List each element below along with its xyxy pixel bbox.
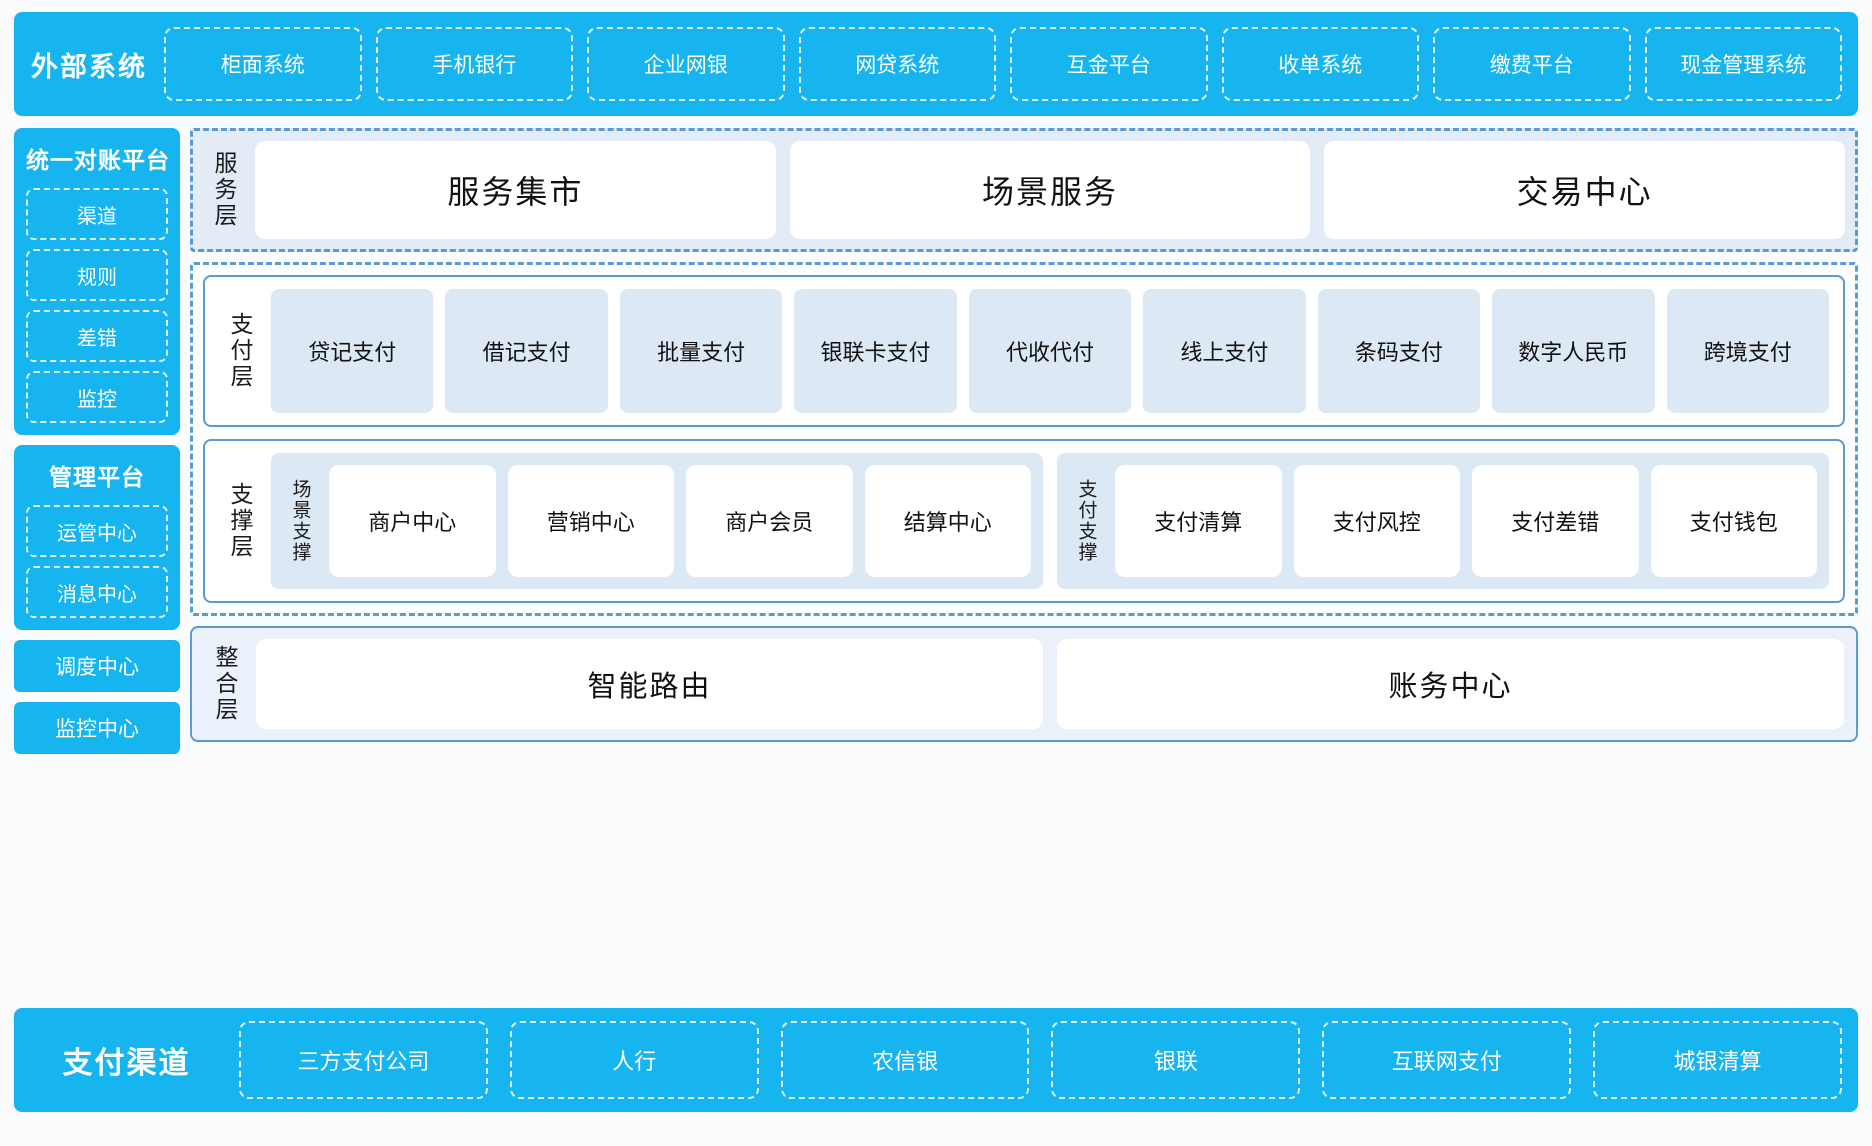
reconciliation-platform-title: 统一对账平台 — [26, 147, 170, 173]
payment-channel-pboc[interactable]: 人行 — [509, 1021, 759, 1099]
service-card-transaction[interactable]: 交易中心 — [1324, 141, 1846, 239]
integration-card-smart-routing[interactable]: 智能路由 — [256, 639, 1043, 729]
management-platform-title: 管理平台 — [49, 464, 145, 490]
payment-card-credit[interactable]: 贷记支付 — [271, 289, 434, 413]
payment-card-online[interactable]: 线上支付 — [1143, 289, 1306, 413]
rail-item-error[interactable]: 差错 — [26, 310, 168, 362]
payment-channel-citybank-clearing[interactable]: 城银清算 — [1593, 1021, 1842, 1099]
payment-card-batch[interactable]: 批量支付 — [619, 289, 783, 413]
main-area: 统一对账平台 渠道 规则 差错 监控 管理平台 运管中心 消息中心 调度中心 监… — [14, 128, 1858, 996]
support-card-merchant-center[interactable]: 商户中心 — [329, 465, 496, 577]
support-card-payment-error[interactable]: 支付差错 — [1472, 465, 1639, 577]
integration-layer-box: 整合层 智能路由 账务中心 — [190, 626, 1858, 742]
support-group-payment: 支付支撑 支付清算 支付风控 支付差错 支付钱包 — [1057, 453, 1829, 589]
rail-item-scheduling-center[interactable]: 调度中心 — [14, 640, 180, 692]
external-system-item[interactable]: 手机银行 — [375, 27, 573, 101]
payment-card-debit[interactable]: 借记支付 — [445, 289, 608, 413]
payment-channel-third-party[interactable]: 三方支付公司 — [239, 1021, 488, 1099]
payment-layer-label: 支付层 — [227, 312, 253, 390]
payment-channels-band: 支付渠道 三方支付公司 人行 农信银 银联 互联网支付 城银清算 — [14, 1008, 1858, 1112]
integration-layer-label: 整合层 — [212, 645, 238, 723]
support-card-settlement-center[interactable]: 结算中心 — [864, 465, 1031, 577]
service-card-market[interactable]: 服务集市 — [255, 141, 776, 239]
layer-stack: 服务层 服务集市 场景服务 交易中心 支付层 贷记支付 — [190, 128, 1858, 742]
support-layer-label: 支撑层 — [227, 482, 253, 560]
service-layer-cards: 服务集市 场景服务 交易中心 — [255, 141, 1846, 239]
external-systems-title: 外部系统 — [31, 51, 147, 82]
management-platform-group: 管理平台 运管中心 消息中心 — [14, 445, 180, 630]
payment-channel-unionpay[interactable]: 银联 — [1051, 1021, 1301, 1099]
payment-layer-cards: 贷记支付 借记支付 批量支付 银联卡支付 代收代付 线上支付 条码支付 数字人民… — [271, 289, 1829, 413]
support-card-marketing-center[interactable]: 营销中心 — [507, 465, 674, 577]
payment-channels-title: 支付渠道 — [62, 1047, 191, 1080]
payment-channels-chips: 三方支付公司 人行 农信银 银联 互联网支付 城银清算 — [239, 1021, 1842, 1099]
service-card-scenario[interactable]: 场景服务 — [789, 141, 1311, 239]
service-layer-label: 服务层 — [211, 151, 237, 229]
rail-item-monitoring-center[interactable]: 监控中心 — [14, 702, 180, 754]
rail-item-operations-center[interactable]: 运管中心 — [26, 505, 168, 557]
support-group-scenario-label: 场景支撑 — [289, 479, 311, 563]
support-layer-row: 支撑层 场景支撑 商户中心 营销中心 商户会员 结算中心 支付支撑 — [219, 453, 1829, 589]
external-system-item[interactable]: 柜面系统 — [164, 27, 362, 101]
left-rail: 统一对账平台 渠道 规则 差错 监控 管理平台 运管中心 消息中心 调度中心 监… — [14, 128, 180, 754]
support-layer-groups: 场景支撑 商户中心 营销中心 商户会员 结算中心 支付支撑 支付清算 支付风控 … — [271, 453, 1829, 589]
rail-item-channel[interactable]: 渠道 — [26, 188, 168, 240]
support-group-payment-label: 支付支撑 — [1075, 479, 1097, 563]
external-system-item[interactable]: 现金管理系统 — [1644, 27, 1842, 101]
rail-item-rule[interactable]: 规则 — [26, 249, 168, 301]
payment-card-barcode[interactable]: 条码支付 — [1317, 289, 1481, 413]
rail-item-message-center[interactable]: 消息中心 — [26, 566, 168, 618]
core-platform-box: 支付层 贷记支付 借记支付 批量支付 银联卡支付 代收代付 线上支付 条码支付 … — [190, 262, 1858, 616]
integration-card-accounting-center[interactable]: 账务中心 — [1057, 639, 1844, 729]
reconciliation-platform-group: 统一对账平台 渠道 规则 差错 监控 — [14, 128, 180, 435]
service-layer-box: 服务层 服务集市 场景服务 交易中心 — [190, 128, 1858, 252]
external-systems-band: 外部系统 柜面系统 手机银行 企业网银 网贷系统 互金平台 收单系统 缴费平台 … — [14, 12, 1858, 116]
external-system-item[interactable]: 网贷系统 — [798, 27, 996, 101]
external-system-item[interactable]: 缴费平台 — [1433, 27, 1631, 101]
external-system-item[interactable]: 互金平台 — [1010, 27, 1208, 101]
external-system-item[interactable]: 企业网银 — [587, 27, 785, 101]
support-card-payment-clearing[interactable]: 支付清算 — [1115, 465, 1282, 577]
support-card-merchant-member[interactable]: 商户会员 — [686, 465, 853, 577]
payment-channel-rcc[interactable]: 农信银 — [780, 1021, 1030, 1099]
rail-item-monitor[interactable]: 监控 — [26, 371, 168, 423]
support-layer-panel: 支撑层 场景支撑 商户中心 营销中心 商户会员 结算中心 支付支撑 — [203, 439, 1845, 603]
payment-channel-internet[interactable]: 互联网支付 — [1322, 1021, 1572, 1099]
support-group-scenario: 场景支撑 商户中心 营销中心 商户会员 结算中心 — [271, 453, 1043, 589]
payment-layer-row: 支付层 贷记支付 借记支付 批量支付 银联卡支付 代收代付 线上支付 条码支付 … — [219, 289, 1829, 413]
integration-layer-row: 整合层 智能路由 账务中心 — [204, 639, 1844, 729]
external-system-item[interactable]: 收单系统 — [1221, 27, 1419, 101]
service-layer-row: 服务层 服务集市 场景服务 交易中心 — [203, 141, 1846, 239]
integration-layer-cards: 智能路由 账务中心 — [256, 639, 1844, 729]
payment-card-cross-border[interactable]: 跨境支付 — [1666, 289, 1829, 413]
payment-layer-panel: 支付层 贷记支付 借记支付 批量支付 银联卡支付 代收代付 线上支付 条码支付 … — [203, 275, 1845, 427]
payment-card-collection[interactable]: 代收代付 — [968, 289, 1132, 413]
support-card-payment-wallet[interactable]: 支付钱包 — [1650, 465, 1817, 577]
payment-card-digital-rmb[interactable]: 数字人民币 — [1492, 289, 1655, 413]
payment-card-unionpay[interactable]: 银联卡支付 — [794, 289, 957, 413]
external-systems-chips: 柜面系统 手机银行 企业网银 网贷系统 互金平台 收单系统 缴费平台 现金管理系… — [164, 27, 1842, 101]
support-card-payment-risk[interactable]: 支付风控 — [1293, 465, 1460, 577]
